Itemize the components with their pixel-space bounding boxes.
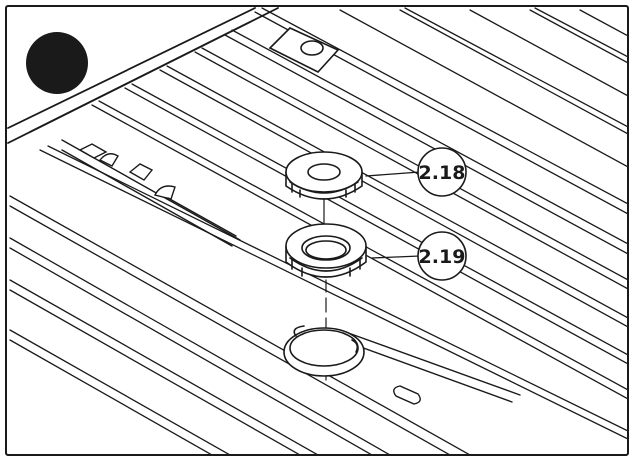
left-rail <box>61 139 241 247</box>
grommet-cap <box>285 151 363 200</box>
callout-2-18: 2.18 <box>417 147 467 197</box>
lower-right-rail <box>335 329 521 405</box>
callout-label: 2.19 <box>419 246 466 268</box>
floor-hole <box>283 325 365 377</box>
leader-lines <box>365 171 421 259</box>
grommet-ring <box>285 223 367 278</box>
filled-circle-marker <box>26 32 88 94</box>
callout-label: 2.18 <box>419 162 466 184</box>
callout-2-19: 2.19 <box>417 231 467 281</box>
top-bracket <box>268 27 340 73</box>
